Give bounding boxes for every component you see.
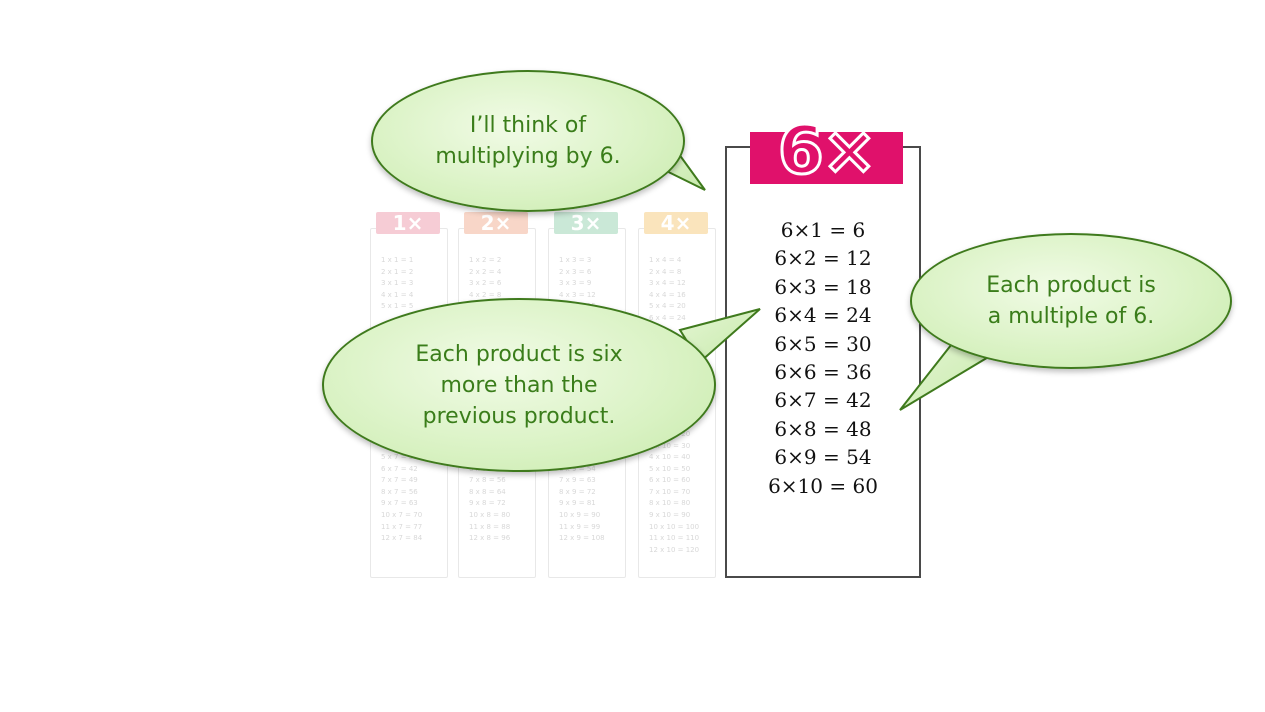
table-row: 6×9 = 54 <box>774 445 872 470</box>
background-card-line: 6 x 4 = 24 <box>649 313 686 322</box>
table-row: 6×10 = 60 <box>768 473 878 498</box>
background-card-line: 5 x 4 = 20 <box>649 302 686 311</box>
background-card-line: 3 x 1 = 3 <box>381 279 414 288</box>
six-times-tab-label: 6× <box>776 112 878 189</box>
background-card-line: 11 x 9 = 99 <box>559 522 601 531</box>
right-bubble-line-1: Each product is <box>986 273 1156 298</box>
background-card-line: 7 x 7 = 49 <box>381 476 418 485</box>
background-card-line: 10 x 10 = 100 <box>649 522 700 531</box>
background-card-line: 6 x 10 = 60 <box>649 476 691 485</box>
background-card-tab: 3× <box>554 211 618 235</box>
background-card-line: 5 x 10 = 50 <box>649 464 691 473</box>
background-card-line: 3 x 4 = 12 <box>649 279 686 288</box>
background-card-tab: 4× <box>644 211 708 235</box>
background-card-line: 12 x 10 = 120 <box>649 545 700 554</box>
background-card-line: 2 x 3 = 6 <box>559 267 592 276</box>
background-card-line: 8 x 10 = 80 <box>649 499 691 508</box>
background-card-line: 12 x 9 = 108 <box>559 534 605 543</box>
background-card-line: 4 x 4 = 16 <box>649 290 686 299</box>
table-row: 6×8 = 48 <box>774 416 872 441</box>
right-speech-bubble: Each product is a multiple of 6. <box>910 233 1232 369</box>
background-card-line: 2 x 2 = 4 <box>469 267 502 276</box>
background-card-line: 4 x 1 = 4 <box>381 290 414 299</box>
background-card-line: 1 x 2 = 2 <box>469 256 502 264</box>
background-card-line: 11 x 8 = 88 <box>469 522 511 531</box>
top-bubble-line-2: multiplying by 6. <box>435 144 621 169</box>
background-card-line: 4 x 3 = 12 <box>559 290 596 299</box>
background-card-line: 2 x 1 = 2 <box>381 267 414 276</box>
table-row: 6×3 = 18 <box>774 274 872 299</box>
background-card-line: 8 x 9 = 72 <box>559 487 596 496</box>
background-card-line: 9 x 7 = 63 <box>381 499 418 508</box>
table-row: 6×7 = 42 <box>774 388 872 413</box>
six-times-table-rows: 6×1 = 6 6×2 = 12 6×3 = 18 6×4 = 24 6×5 =… <box>727 216 919 500</box>
background-card-line: 12 x 8 = 96 <box>469 534 511 543</box>
table-row: 6×4 = 24 <box>774 303 872 328</box>
background-card-line: 5 x 7 = 35 <box>381 453 418 462</box>
left-bubble-line-3: previous product. <box>422 403 616 429</box>
background-card-line: 6 x 7 = 42 <box>381 464 418 473</box>
background-card-line: 8 x 8 = 64 <box>469 487 506 496</box>
six-times-tab <box>750 132 903 184</box>
background-card-line: 3 x 2 = 6 <box>469 279 502 288</box>
background-card-line: 1 x 3 = 3 <box>559 256 592 264</box>
six-times-table-card <box>725 146 921 578</box>
table-row: 6×6 = 36 <box>774 359 872 384</box>
background-card-line: 9 x 9 = 81 <box>559 499 596 508</box>
background-card-line: 1 x 4 = 4 <box>649 256 682 264</box>
background-card-line: 8 x 7 = 56 <box>381 487 418 496</box>
left-speech-bubble: Each product is six more than the previo… <box>322 298 716 472</box>
background-card-line: 7 x 8 = 56 <box>469 476 506 485</box>
background-card-line: 1 x 1 = 1 <box>381 256 414 264</box>
background-card-line: 7 x 10 = 70 <box>649 487 691 496</box>
background-card-line: 12 x 7 = 84 <box>381 534 423 543</box>
background-card-line: 11 x 10 = 110 <box>649 534 700 543</box>
background-card-line: 3 x 3 = 9 <box>559 279 592 288</box>
background-card-tab: 1× <box>376 211 440 235</box>
background-card-line: 11 x 7 = 77 <box>381 522 423 531</box>
table-row: 6×1 = 6 <box>780 218 866 242</box>
top-speech-bubble: I’ll think of multiplying by 6. <box>371 70 685 212</box>
background-card-line: 10 x 7 = 70 <box>381 511 423 520</box>
background-card-line: 3 x 10 = 30 <box>649 441 691 450</box>
left-bubble-line-1: Each product is six <box>415 341 623 367</box>
background-card-line: 10 x 8 = 80 <box>469 511 511 520</box>
background-card-line: 4 x 10 = 40 <box>649 453 691 462</box>
background-card-line: 10 x 9 = 90 <box>559 511 601 520</box>
table-row: 6×5 = 30 <box>774 331 872 356</box>
background-card-line: 5 x 1 = 5 <box>381 302 414 311</box>
left-bubble-line-2: more than the <box>440 372 598 398</box>
background-card-tab: 2× <box>464 211 528 235</box>
background-card-line: 9 x 8 = 72 <box>469 499 506 508</box>
top-bubble-line-1: I’ll think of <box>469 113 587 138</box>
background-card-line: 9 x 10 = 90 <box>649 511 691 520</box>
background-card-line: 2 x 4 = 8 <box>649 267 682 276</box>
right-bubble-line-2: a multiple of 6. <box>987 304 1155 329</box>
table-row: 6×2 = 12 <box>774 246 872 271</box>
background-card-line: 6 x 9 = 54 <box>559 464 596 473</box>
background-card-line: 4 x 2 = 8 <box>469 290 502 299</box>
background-card-line: 7 x 9 = 63 <box>559 476 596 485</box>
